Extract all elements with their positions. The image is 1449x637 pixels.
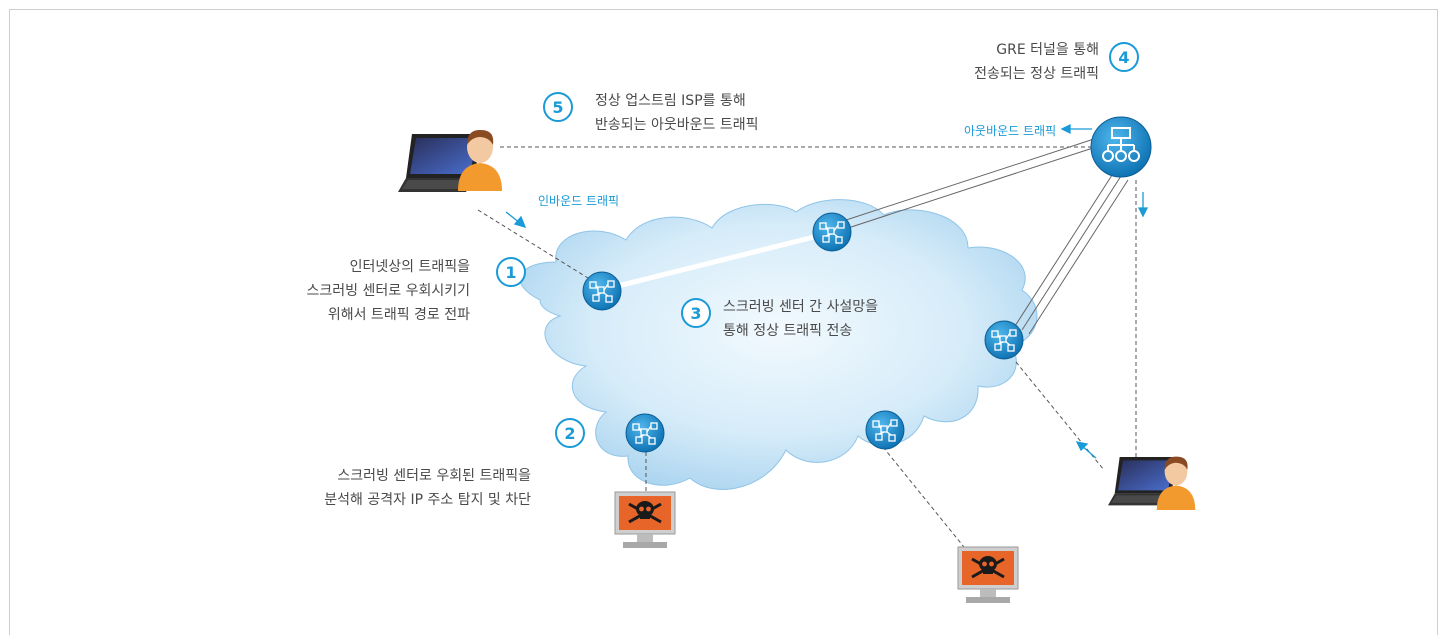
step-3-description: 스크러빙 센터 간 사설망을 통해 정상 트래픽 전송 (723, 299, 879, 339)
inbound-traffic-label: 인바운드 트래픽 (538, 194, 620, 208)
network-hub-icon (1090, 116, 1152, 178)
router-icon (984, 320, 1024, 360)
inbound-path (477, 209, 589, 279)
router-icon (812, 212, 852, 252)
private-backbone (601, 229, 835, 293)
step-1-description: 인터넷상의 트래픽을 스크러빙 센터로 우회시키기 위해서 트래픽 경로 전파 (306, 259, 470, 323)
attacker-monitor-icon (956, 545, 1020, 605)
step-4-description: GRE 터널을 통해 전송되는 정상 트래픽 (974, 42, 1099, 82)
step-2-description: 스크러빙 센터로 우회된 트래픽을 분석해 공격자 IP 주소 탐지 및 차단 (324, 468, 531, 508)
step-4-badge: 4 (1109, 42, 1139, 72)
diagram-frame (9, 9, 1438, 635)
step-5-badge: 5 (543, 92, 573, 122)
internet-cloud (519, 199, 1038, 490)
downstream-path (1015, 361, 1105, 471)
step-2-badge: 2 (555, 418, 585, 448)
step-5-description: 정상 업스트림 ISP를 통해 반송되는 아웃바운드 트래픽 (595, 93, 759, 133)
gre-tunnels (839, 137, 1129, 335)
router-icon (865, 410, 905, 450)
attacker-link-2 (882, 446, 969, 553)
router-icon (625, 413, 665, 453)
attacker-monitor-icon (613, 490, 677, 550)
step-3-badge: 3 (681, 298, 711, 328)
step-1-badge: 1 (496, 257, 526, 287)
router-icon (582, 271, 622, 311)
outbound-traffic-label: 아웃바운드 트래픽 (964, 124, 1057, 138)
